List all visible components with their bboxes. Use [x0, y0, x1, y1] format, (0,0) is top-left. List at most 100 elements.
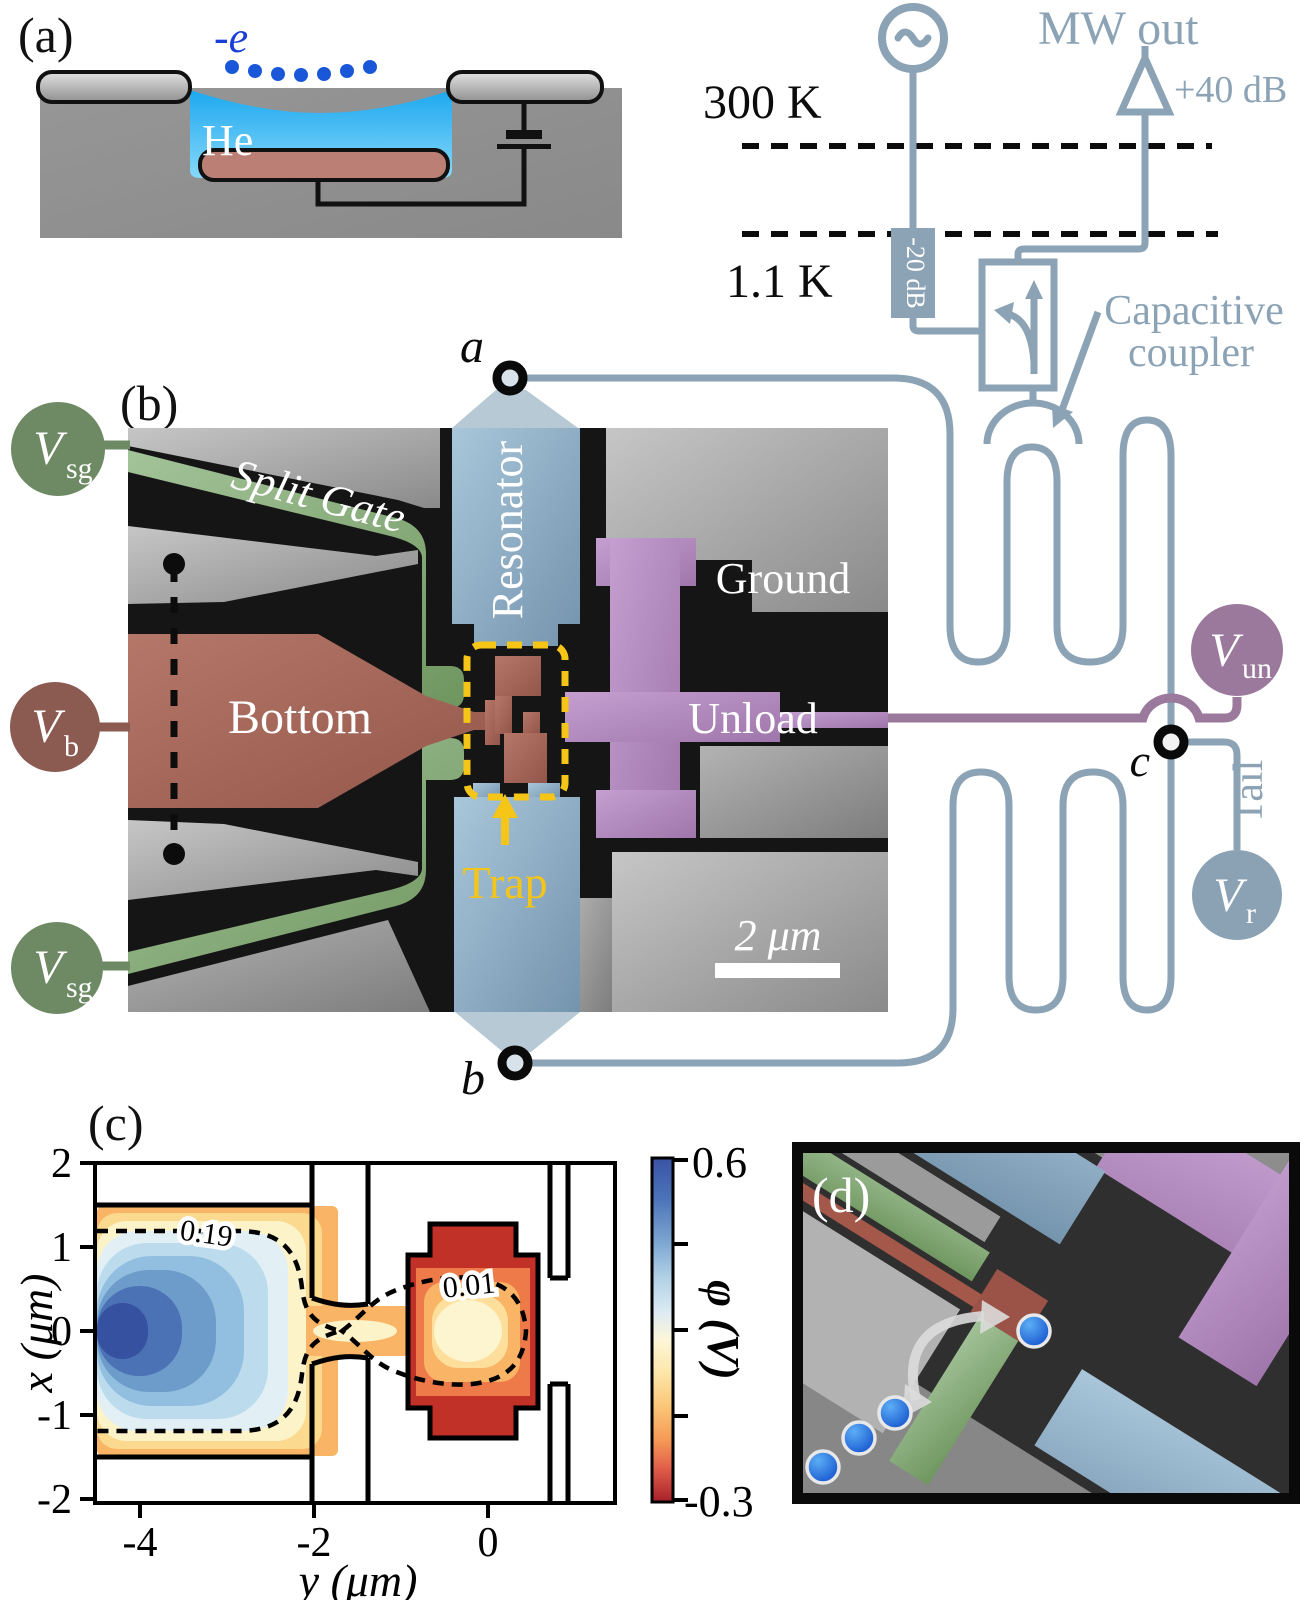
temp-300K-label: 300 K — [703, 76, 822, 129]
unload-label: Unload — [688, 694, 818, 743]
ground-plane-tr — [606, 428, 888, 612]
electrode-outlines — [97, 1163, 571, 1503]
y-axis-label: x (μm) — [11, 1274, 62, 1394]
ground-plane — [128, 428, 440, 508]
xtick-m4: -4 — [123, 1520, 158, 1566]
vsg-top-sub: sg — [66, 452, 93, 485]
split-gate-upper — [128, 450, 464, 708]
equipotential-contours — [97, 1228, 529, 1434]
tail-label: Tail — [1226, 760, 1272, 825]
amp-gain-label: +40 dB — [1174, 69, 1287, 111]
d-blue-strip-b — [1034, 1369, 1289, 1493]
panel-d: (d) — [792, 1142, 1300, 1504]
attenuator-box — [891, 228, 935, 318]
ytick-1: 1 — [51, 1225, 72, 1271]
tail-line — [1185, 738, 1241, 850]
temperature-stage-lines — [742, 143, 1218, 237]
circulator-box — [978, 258, 1058, 392]
vsg-bottom-sym: V — [33, 941, 67, 994]
d-purple-arm1 — [1095, 1153, 1289, 1412]
meander-bottom — [528, 754, 1175, 1067]
contour-0p01 — [338, 1275, 529, 1387]
colorbar-min-label: -0.3 — [684, 1477, 754, 1526]
circulator-curved-arrowhead — [994, 302, 1014, 324]
coupler-label-line2: coupler — [1128, 330, 1254, 376]
d-green-strip-b — [889, 1316, 1019, 1486]
colorbar-ticks — [673, 1158, 688, 1502]
terminal-vsg-bottom: V sg — [11, 922, 130, 1014]
d-red-channel — [803, 1153, 990, 1313]
trap-arrowhead — [492, 794, 518, 818]
vr-sym: V — [1213, 869, 1247, 922]
helium-label: He — [202, 116, 253, 165]
contour-label-inner: 0.01 — [441, 1266, 497, 1304]
node-b-label: b — [461, 1052, 485, 1105]
cut-line-dot-bottom — [163, 843, 185, 865]
contour-label-outer: 0.19 — [178, 1214, 235, 1254]
node-a-label: a — [460, 320, 484, 373]
split-gate-lower — [128, 738, 464, 974]
vsg-top-circle — [11, 402, 105, 496]
ytick-0: 0 — [51, 1309, 72, 1355]
capacitor-bar-bottom — [497, 144, 551, 149]
colorbar — [650, 1156, 675, 1504]
circulator-up-arrowhead — [1025, 280, 1043, 299]
trap-electrodes — [485, 656, 547, 783]
bottom-label: Bottom — [228, 691, 372, 744]
vb-sym: V — [31, 700, 65, 753]
wiring — [315, 102, 527, 207]
panel-b: (b) — [10, 320, 1283, 1105]
right-top-electrode — [446, 70, 604, 104]
contour-0p19 — [97, 1228, 349, 1434]
meander-top — [522, 374, 1175, 732]
trap-outline — [463, 641, 569, 801]
ytick-m2: -2 — [37, 1477, 72, 1523]
d-trapped-electron — [1016, 1313, 1052, 1349]
attenuator-out-line — [909, 318, 982, 335]
vb-circle — [10, 682, 100, 772]
xtick-m2: -2 — [297, 1520, 332, 1566]
d-gray-lower-left — [803, 1153, 961, 1434]
terminal-vsg-top: V sg — [11, 402, 130, 496]
potential-reservoir-lobe — [97, 1206, 338, 1456]
potential-neck — [306, 1306, 408, 1356]
node-c — [1153, 724, 1189, 760]
coupler-pointer-arrowhead — [1052, 404, 1073, 428]
terminal-vb: V b — [10, 682, 130, 772]
resonator-port-bottom — [455, 1012, 580, 1052]
colorbar-max-label: 0.6 — [692, 1138, 747, 1187]
ground-label: Ground — [716, 554, 850, 603]
d-electrons — [805, 1313, 1052, 1485]
left-top-electrode — [36, 70, 192, 104]
ground-plane-bl — [128, 920, 430, 1012]
d-blue-strip-a — [803, 1153, 1106, 1245]
axis-ticks — [80, 1161, 490, 1518]
vsg-bottom-sub: sg — [66, 971, 93, 1004]
ground-plane-br-upper — [700, 746, 888, 838]
terminal-vun: V un — [1191, 604, 1283, 696]
potential-trap-region — [406, 1222, 540, 1440]
panel-c-label: (c) — [88, 1095, 144, 1151]
bottom-electrode — [198, 148, 450, 182]
transfer-arrow — [907, 1311, 985, 1402]
trap-label: Trap — [462, 857, 547, 908]
scale-bar — [715, 963, 840, 978]
vr-sub: r — [1246, 897, 1256, 930]
guard-upper — [128, 526, 418, 604]
electron-charge-label: -e — [214, 13, 248, 62]
d-purple-arm2 — [1178, 1153, 1289, 1387]
panel-a: (a) -e He — [18, 7, 622, 238]
panel-b-label: (b) — [120, 375, 178, 431]
x-axis-label: y (μm) — [295, 1555, 418, 1600]
ytick-m1: -1 — [37, 1393, 72, 1439]
circulator-to-amp-line — [1014, 114, 1149, 262]
panel-d-scene — [803, 1153, 1289, 1493]
node-c-label: c — [1130, 735, 1150, 786]
capacitor-bar-top — [506, 130, 542, 139]
resonator-strip-upper — [452, 428, 580, 646]
colorbar-label: φ (V) — [698, 1280, 749, 1380]
d-gray-mid — [803, 1153, 1001, 1243]
attenuator-label: -20 dB — [901, 237, 930, 309]
d-green-strip-a — [803, 1153, 990, 1282]
resonator-circuit — [522, 374, 1241, 1067]
